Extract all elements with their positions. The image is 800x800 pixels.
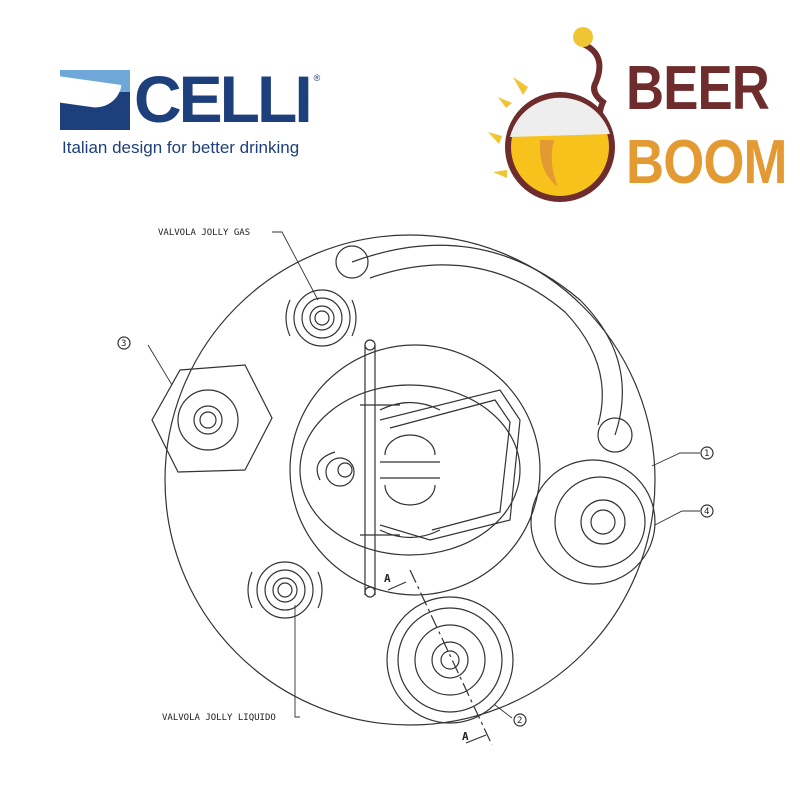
celli-tagline: Italian design for better drinking xyxy=(62,138,300,157)
beer-bomb-icon xyxy=(488,27,615,202)
callout-4-text: 4 xyxy=(704,507,709,517)
callout-2: 2 xyxy=(513,713,527,727)
handle-tube xyxy=(335,244,633,453)
liquid-valve xyxy=(247,561,323,619)
callout-1-text: 1 xyxy=(704,449,709,459)
celli-wordmark: CELLI xyxy=(134,62,313,136)
celli-wave-icon xyxy=(60,70,130,130)
beer-text: BEER xyxy=(626,54,770,123)
boom-text: BOOM xyxy=(626,128,787,197)
callout-3: 3 xyxy=(117,336,131,350)
gas-valve xyxy=(285,289,357,347)
section-mark-bottom: A xyxy=(462,730,469,743)
beerboom-logo: BEER BOOM xyxy=(478,22,787,212)
celli-logo: CELLI ® Italian design for better drinki… xyxy=(60,64,330,165)
leader-lines xyxy=(147,231,700,719)
port-4 xyxy=(530,459,656,585)
liquid-valve-label: VALVOLA JOLLY LIQUIDO xyxy=(162,713,276,723)
port-2 xyxy=(386,596,514,724)
beerboom-wordmark: BEER BOOM xyxy=(626,52,787,200)
gas-valve-label: VALVOLA JOLLY GAS xyxy=(158,228,250,238)
callout-2-text: 2 xyxy=(517,716,522,726)
section-line xyxy=(387,569,493,746)
hex-port-3 xyxy=(151,364,273,473)
callout-3-text: 3 xyxy=(121,339,126,349)
callout-4: 4 xyxy=(700,504,714,518)
celli-heading: CELLI ® xyxy=(134,64,320,134)
registered-mark: ® xyxy=(313,73,321,83)
outer-flange xyxy=(164,234,656,726)
callout-1: 1 xyxy=(700,446,714,460)
section-mark-top: A xyxy=(384,572,391,585)
center-body xyxy=(289,339,541,598)
